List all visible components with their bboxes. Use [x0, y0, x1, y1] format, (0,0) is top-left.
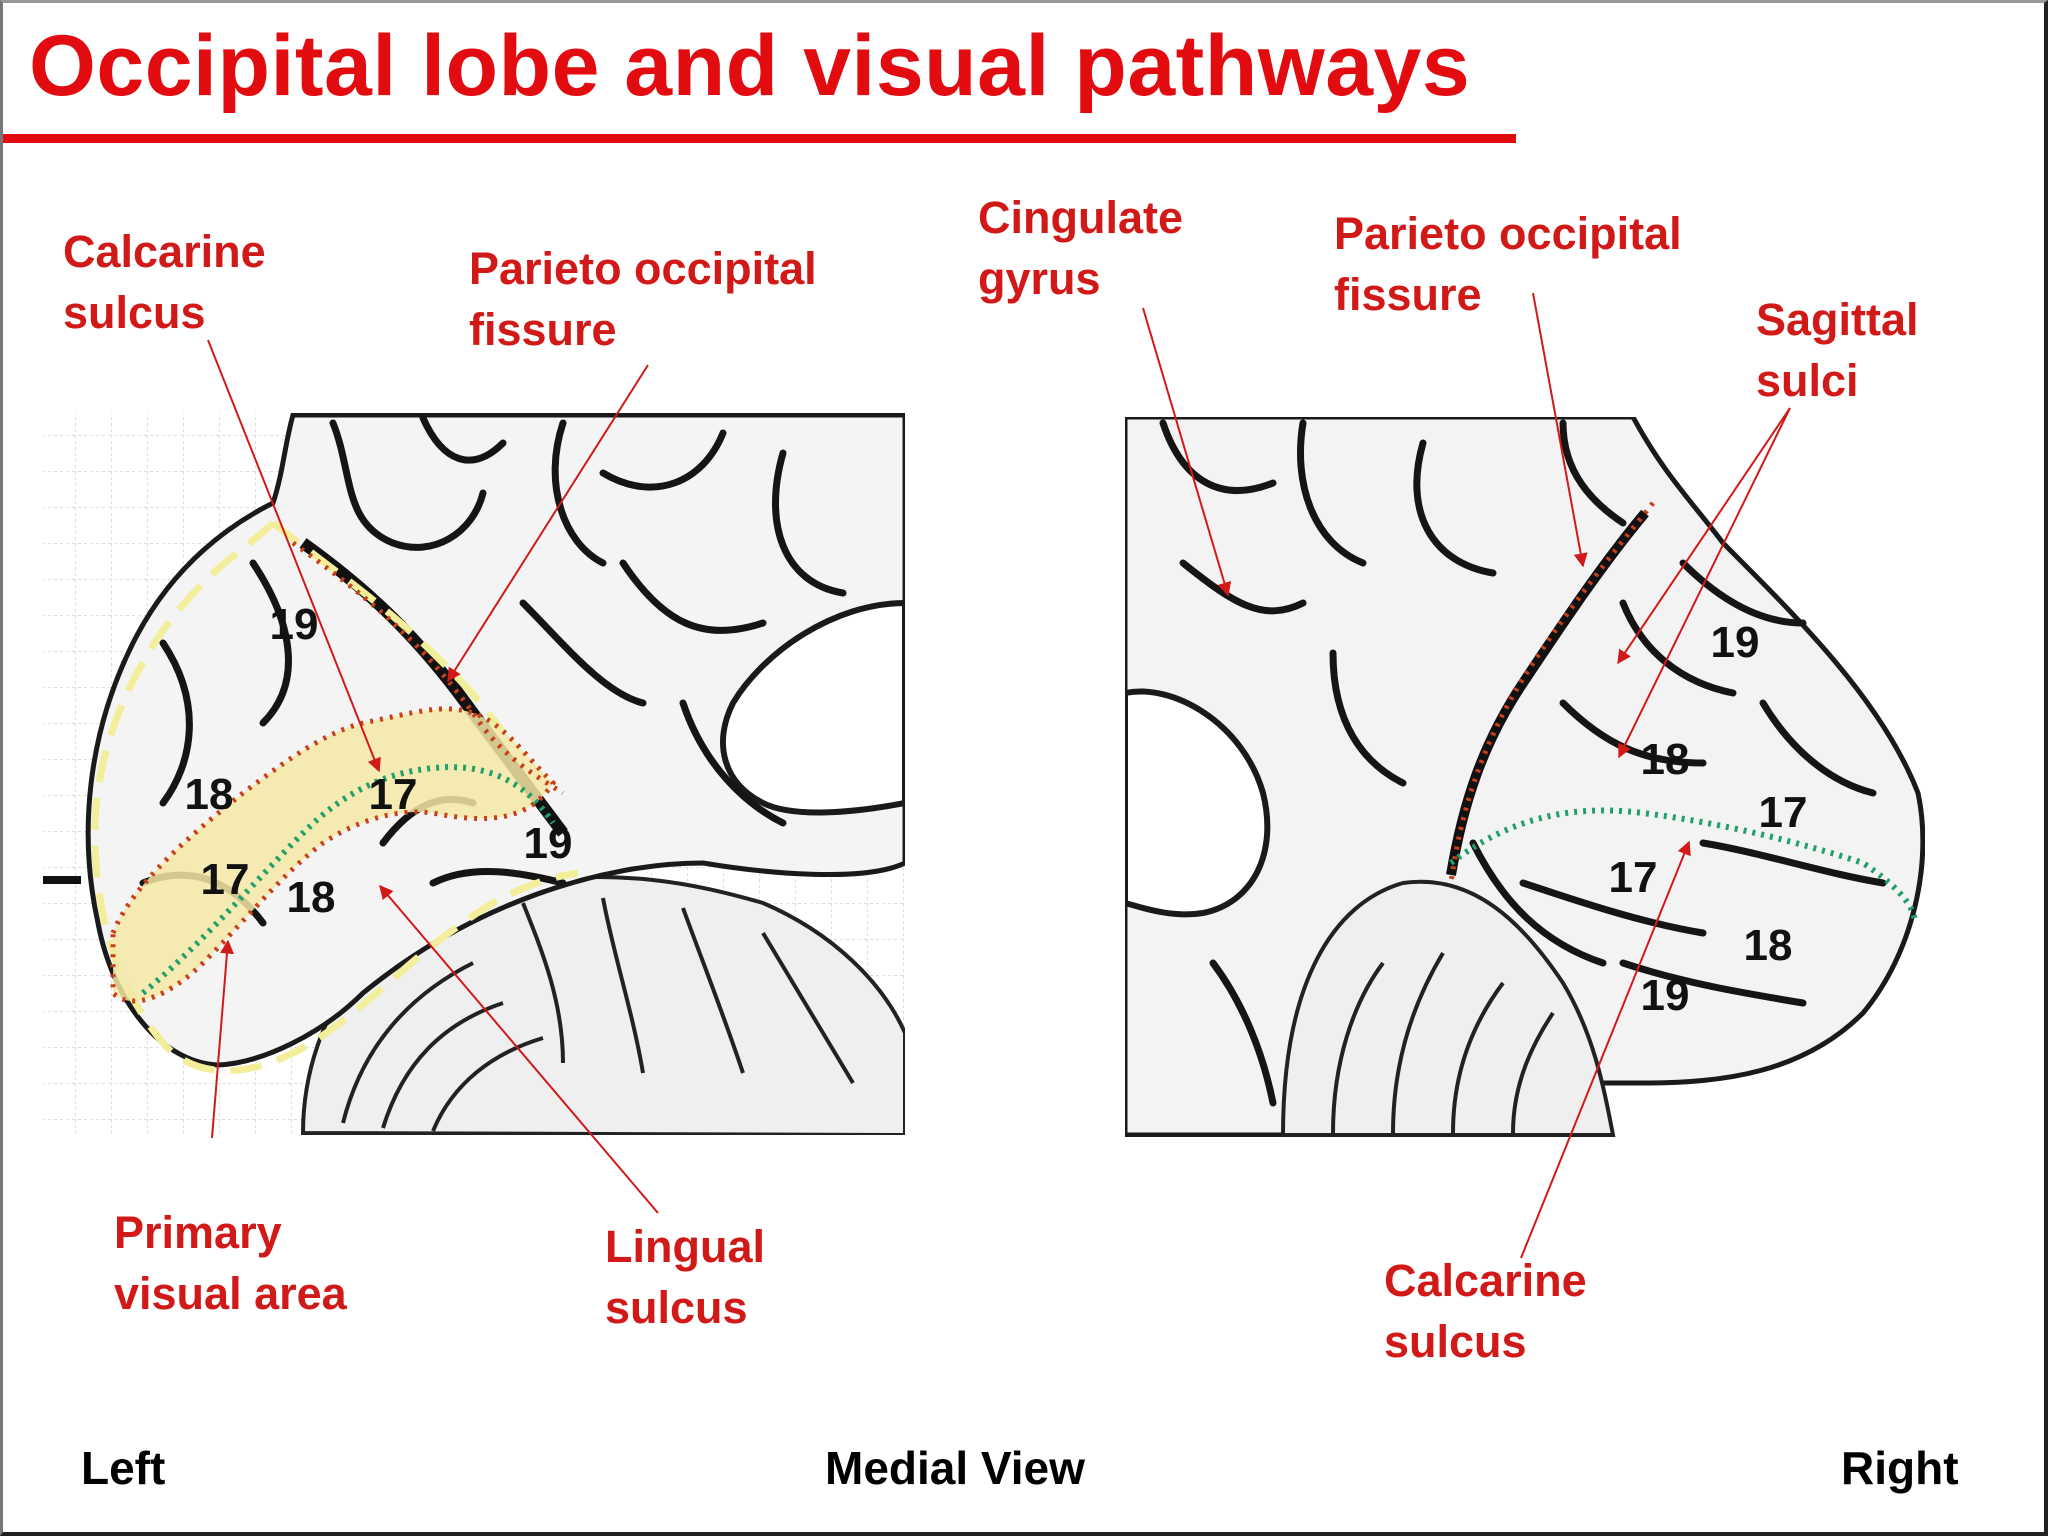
title-underline [3, 134, 1516, 143]
right-area-19-low: 19 [1641, 971, 1690, 1020]
label-right-parieto-occipital-fissure: Parieto occipital fissure [1334, 208, 1682, 320]
left-calcarine-green-line [141, 764, 556, 996]
right-area-17-right: 17 [1759, 788, 1808, 837]
label-lingual-sulcus: Lingual sulcus [605, 1221, 765, 1333]
right-area-18-upper: 18 [1641, 735, 1690, 784]
right-sagittal-arrow-2 [1618, 407, 1791, 759]
right-parieto-arrow [1532, 292, 1588, 568]
left-area-19-top: 19 [270, 600, 319, 649]
right-area-19-top: 19 [1711, 618, 1760, 667]
left-area-18-upper: 18 [185, 770, 234, 819]
right-area-17-mid: 17 [1609, 853, 1658, 902]
label-sagittal-sulci: Sagittal sulci [1756, 294, 1919, 406]
right-area-18-low: 18 [1744, 921, 1793, 970]
left-corpus-callosum [720, 599, 905, 816]
left-striate-cortex-area [110, 706, 557, 1004]
right-parieto-occipital-dotted [1448, 501, 1655, 884]
footer-right: Right [1841, 1442, 1959, 1494]
label-right-calcarine-sulcus: Calcarine sulcus [1384, 1255, 1587, 1367]
left-area-18-low: 18 [287, 873, 336, 922]
right-corpus-callosum [1125, 688, 1271, 918]
left-area-17-low: 17 [201, 855, 250, 904]
label-left-parieto-occipital-fissure: Parieto occipital fissure [469, 243, 817, 355]
footer-medial-view: Medial View [825, 1442, 1085, 1494]
right-cerebellum [1280, 879, 1616, 1137]
label-left-calcarine-sulcus: Calcarine sulcus [63, 226, 266, 338]
left-parieto-arrow [447, 364, 649, 683]
left-area-17-mid: 17 [369, 770, 418, 819]
right-cingulate-arrow [1142, 307, 1232, 597]
right-sagittal-arrow-1 [1617, 407, 1791, 665]
brain-diagram: 19 18 17 19 17 18 19 18 17 17 18 19 [43, 292, 1925, 1259]
left-visual-cortex-outline [91, 520, 579, 1075]
right-calcarine-green-line [1449, 807, 1918, 922]
left-primary-arrow [211, 939, 234, 1139]
slide-title: Occipital lobe and visual pathways [29, 18, 1471, 114]
footer-left: Left [81, 1442, 166, 1494]
label-cingulate-gyrus: Cingulate gyrus [978, 192, 1184, 304]
right-brain-photo [1125, 417, 1925, 1137]
left-calcarine-arrow [207, 339, 381, 773]
label-primary-visual-area: Primary visual area [114, 1207, 347, 1319]
left-area-19-right: 19 [524, 819, 573, 868]
right-calcarine-arrow [1520, 840, 1691, 1259]
left-lingual-arrow [379, 884, 659, 1214]
